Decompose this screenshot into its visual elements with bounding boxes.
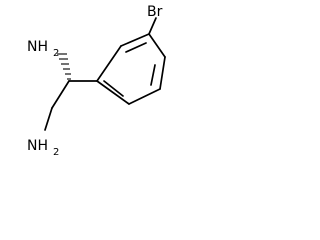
chemical-structure: Br NH 2 NH 2	[27, 4, 166, 157]
stereo-hash-bond	[57, 53, 71, 80]
ch2-to-lower-amine-bond	[44, 107, 53, 131]
ring-double-inner-1	[125, 42, 147, 53]
lower-amine-subscript: 2	[53, 147, 59, 157]
upper-amine-main: NH	[27, 39, 48, 55]
lower-amine-label: NH 2	[27, 138, 59, 157]
benzene-ring	[96, 33, 166, 105]
ring-bond-6	[96, 45, 122, 82]
ring-double-inner-3	[103, 80, 124, 97]
upper-amine-label: NH 2	[27, 39, 59, 59]
ring-bond-5	[96, 80, 130, 105]
chiral-to-ch2-bond	[51, 80, 70, 109]
ring-bond-1	[120, 33, 150, 47]
structure-canvas: Br NH 2 NH 2	[0, 0, 175, 157]
ring-bond-4	[128, 88, 161, 105]
bromo-bond	[148, 17, 157, 35]
ring-double-inner-2	[150, 64, 156, 86]
bromo-label: Br	[147, 4, 163, 20]
upper-amine-subscript: 2	[53, 48, 59, 59]
ring-bond-3	[159, 56, 166, 90]
ring-bond-2	[148, 33, 166, 58]
lower-amine-main: NH	[27, 138, 48, 154]
